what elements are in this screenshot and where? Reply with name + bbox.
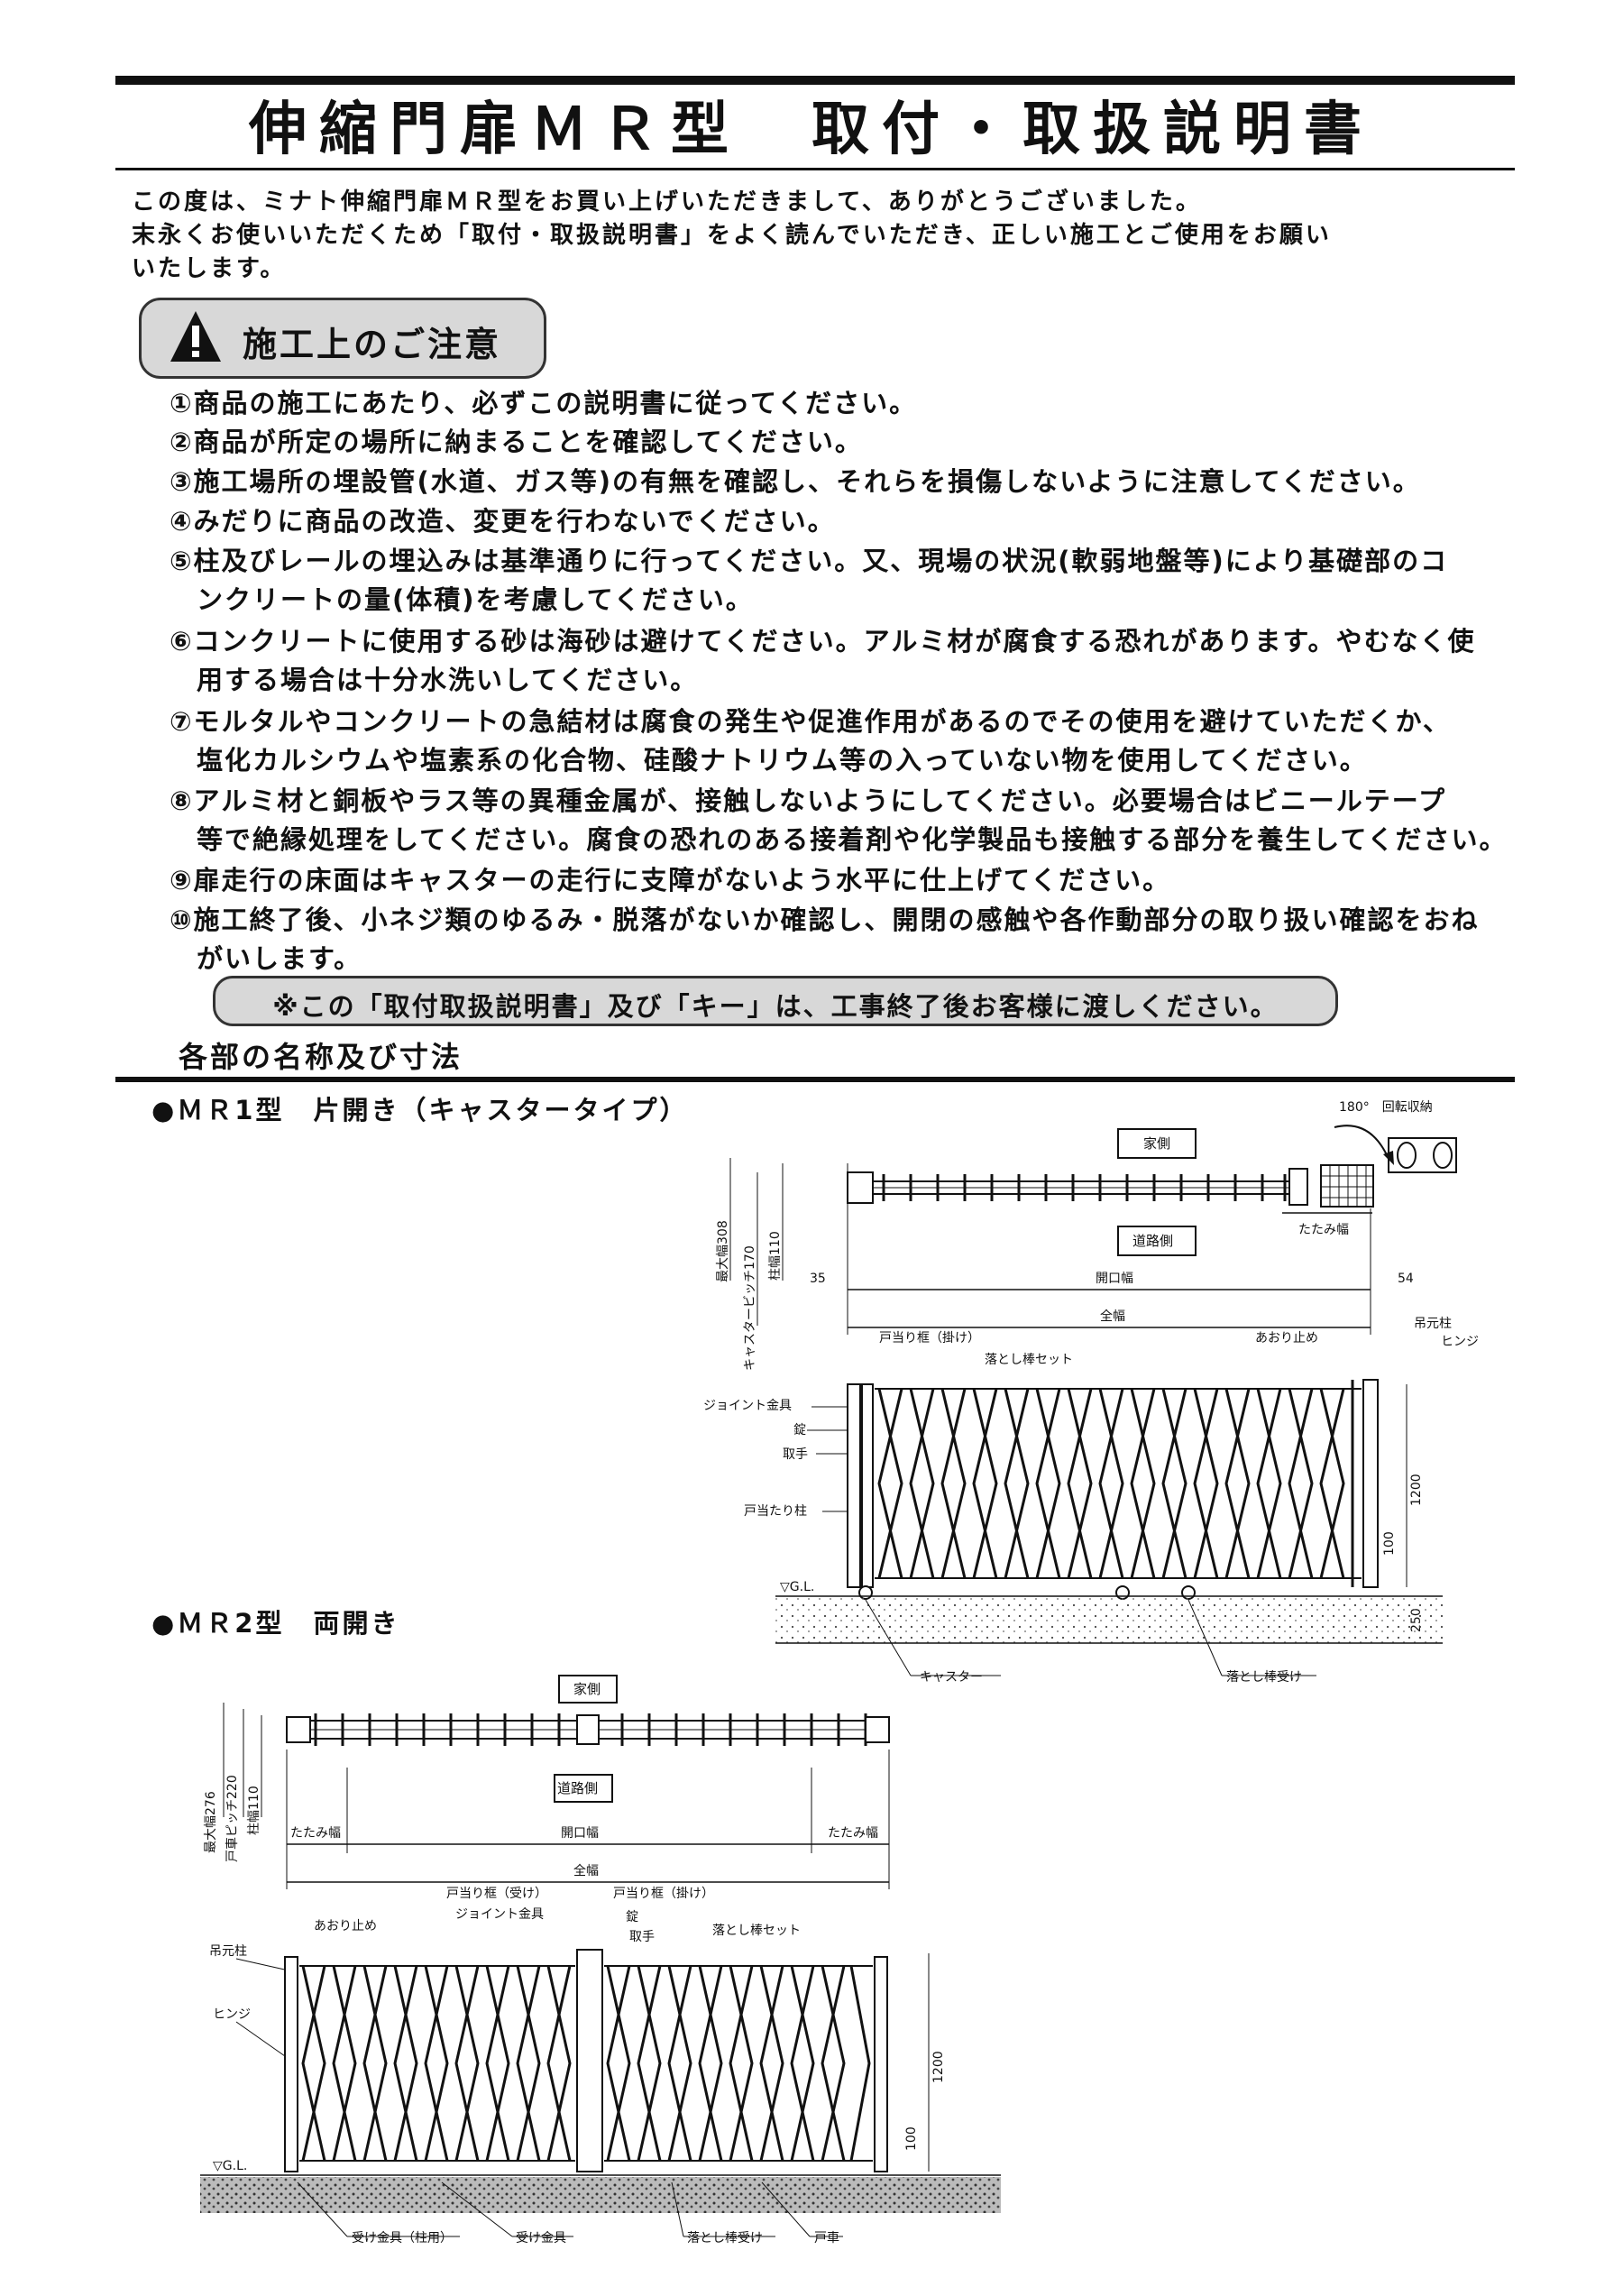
caution-item-7-cont: 塩化カルシウムや塩素系の化合物、硅酸ナトリウム等の入っていない物を使用してくださ… [197,745,1368,776]
caution-item-10-cont: がいします。 [197,943,362,974]
mr1-caster: キャスター [920,1670,983,1685]
top-rule-thick [115,76,1515,85]
mr2-hinge: ヒンジ [213,2007,251,2022]
mr1-joint: ジョイント金具 [703,1399,792,1413]
caution-item-8: ⑧アルミ材と銅板やラス等の異種金属が、接触しないようにしてください。必要場合はビ… [170,785,1447,816]
section-title: 各部の名称及び寸法 [179,1040,463,1074]
mr1-plan-view: 家側 180° 回転収納 [716,1100,1457,1371]
mr2-lattice [301,1965,871,2162]
mr2-total-width: 全幅 [573,1863,599,1878]
mr1-max-width: 最大幅308 [716,1220,730,1282]
mr1-frame-hook: 戸当り框（掛け） [879,1331,980,1345]
mr2-elevation-view: 戸当り框（受け） 戸当り框（掛け） ジョイント金具 錠 取手 落とし棒セット あ… [200,1887,1001,2245]
mr2-house-side: 家側 [573,1681,601,1697]
mr1-rotate-label: 180° 回転収納 [1339,1100,1433,1115]
page-title: 伸縮門扉ＭＲ型 取付・取扱説明書 [249,96,1374,163]
caution-item-9: ⑨扉走行の床面はキャスターの走行に支障がないよう水平に仕上げてください。 [170,865,1171,895]
mr1-title: ●ＭＲ1型 片開き（キャスタータイプ） [151,1095,689,1125]
warning-triangle-icon [170,311,221,362]
mr2-post-width: 柱幅110 [247,1786,261,1835]
mr2-fold-width-right: たたみ幅 [828,1826,878,1841]
mr1-folded-gate [1320,1164,1374,1208]
caution-item-5-cont: ンクリートの量(体積)を考慮してください。 [197,584,754,615]
mr1-drop-rod-set: 落とし棒セット [985,1353,1073,1367]
mr1-gl: ▽G.L. [780,1580,814,1594]
mr2-ground [200,2177,1001,2213]
mr1-lock: 錠 [793,1423,806,1437]
caution-item-4: ④みだりに商品の改造、変更を行わないでください。 [170,506,836,537]
mr1-fold-width: たたみ幅 [1298,1223,1349,1237]
mr2-drop-rod-receiver: 落とし棒受け [687,2231,763,2245]
mr1-total-width: 全幅 [1100,1309,1125,1324]
mr1-diagram: 家側 180° 回転収納 [703,1100,1479,1685]
mr2-plan-view: 家側 道路側 たたみ幅 開口幅 たたみ幅 全幅 [204,1675,890,1889]
mr2-gl: ▽G.L. [213,2159,247,2173]
mr2-swing-stop: あおり止め [314,1919,377,1933]
caution-item-7: ⑦モルタルやコンクリートの急結材は腐食の発生や促進作用があるのでその使用を避けて… [170,706,1451,737]
mr1-road-side: 道路側 [1132,1233,1173,1249]
mr2-receiver: 受け金具 [516,2231,566,2245]
mr2-wheel: 戸車 [814,2230,839,2245]
handover-text: ※この「取付取扱説明書」及び「キー」は、工事終了後お客様に渡しください。 [272,991,1279,1022]
mr2-road-side: 道路側 [557,1780,598,1796]
mr1-rotate-arrow [1334,1125,1389,1160]
mr1-elevation-view: 戸当り框（掛け） 落とし棒セット あおり止め 吊元柱 ヒンジ ジョイント金具 錠… [703,1317,1479,1685]
mr1-opening-width: 開口幅 [1096,1272,1133,1286]
mr1-caster-pitch: キャスタービッチ170 [743,1245,757,1371]
mr2-diagram: 家側 道路側 たたみ幅 開口幅 たたみ幅 全幅 [200,1675,1001,2245]
mr2-max-width: 最大幅276 [204,1791,218,1853]
mr1-dim-100: 100 [1382,1531,1397,1556]
mr2-dim-100: 100 [904,2126,919,2151]
mr1-post-width: 柱幅110 [768,1231,783,1281]
intro-line-3: いたします。 [132,255,287,282]
mr2-receiver-post: 受け金具（柱用） [352,2231,453,2245]
mr1-house-side: 家側 [1143,1135,1170,1152]
mr1-handle: 取手 [783,1447,808,1462]
mr2-opening-width: 開口幅 [561,1826,599,1841]
caution-item-6: ⑥コンクリートに使用する砂は海砂は避けてください。アルミ材が腐食する恐れがありま… [170,626,1476,657]
mr1-hinge: ヒンジ [1441,1335,1479,1349]
caution-header: 施工上のご注意 [139,298,546,379]
mr1-hinge-post: 吊元柱 [1414,1317,1452,1331]
mr1-dim-35: 35 [810,1272,826,1286]
title-rule-thin [115,168,1515,170]
caution-item-3: ③施工場所の埋設管(水道、ガス等)の有無を確認し、それらを損傷しないように注意し… [170,466,1421,497]
intro-line-1: この度は、ミナト伸縮門扉ＭＲ型をお買い上げいただきまして、ありがとうございました… [132,188,1202,216]
mr1-caster-wheel [858,1585,873,1600]
mr1-drop-rod-receiver: 落とし棒受け [1226,1670,1302,1685]
caution-label: 施工上のご注意 [243,325,502,364]
mr2-drop-rod-set: 落とし棒セット [712,1924,801,1938]
mr2-joint: ジョイント金具 [455,1907,544,1922]
mr1-swing-stop: あおり止め [1255,1331,1318,1345]
mr2-frame-receive: 戸当り框（受け） [446,1887,547,1901]
mr2-dim-1200: 1200 [931,2051,946,2083]
mr1-lattice [877,1388,1345,1579]
mr2-lock: 錠 [626,1910,638,1924]
mr2-hinge-post: 吊元柱 [209,1944,247,1959]
mr1-dim-54: 54 [1398,1272,1414,1286]
mr1-ground [775,1598,1443,1643]
intro-line-2: 末永くお使いいただくため「取付・取扱説明書」をよく読んでいただき、正しい施工とご… [132,222,1332,249]
mr2-fold-width-left: たたみ幅 [290,1826,341,1841]
section-rule [115,1077,1515,1082]
mr1-rotated-gate [1388,1137,1457,1173]
mr1-dim-1200: 1200 [1409,1474,1424,1506]
mr2-frame-hook: 戸当り框（掛け） [613,1887,714,1901]
mr1-stop-post: 戸当たり柱 [744,1504,807,1519]
caution-item-10: ⑩施工終了後、小ネジ類のゆるみ・脱落がないか確認し、開閉の感触や各作動部分の取り… [170,905,1480,935]
mr2-handle: 取手 [629,1930,655,1944]
caution-item-6-cont: 用する場合は十分水洗いしてください。 [197,665,699,695]
caution-item-2: ②商品が所定の場所に納まることを確認してください。 [170,427,863,457]
mr2-wheel-pitch: 戸車ピッチ220 [225,1775,240,1862]
handover-notice: ※この「取付取扱説明書」及び「キー」は、工事終了後お客様に渡しください。 [213,976,1338,1026]
caution-item-5: ⑤柱及びレールの埋込みは基準通りに行ってください。又、現場の状況(軟弱地盤等)に… [170,546,1449,576]
caution-item-8-cont: 等で絶縁処理をしてください。腐食の恐れのある接着剤や化学製品も接触する部分を養生… [197,824,1508,855]
mr2-title: ●ＭＲ2型 両開き [151,1608,400,1639]
mr1-plan-links [882,1174,1287,1201]
caution-item-1: ①商品の施工にあたり、必ずこの説明書に従ってください。 [170,388,918,418]
